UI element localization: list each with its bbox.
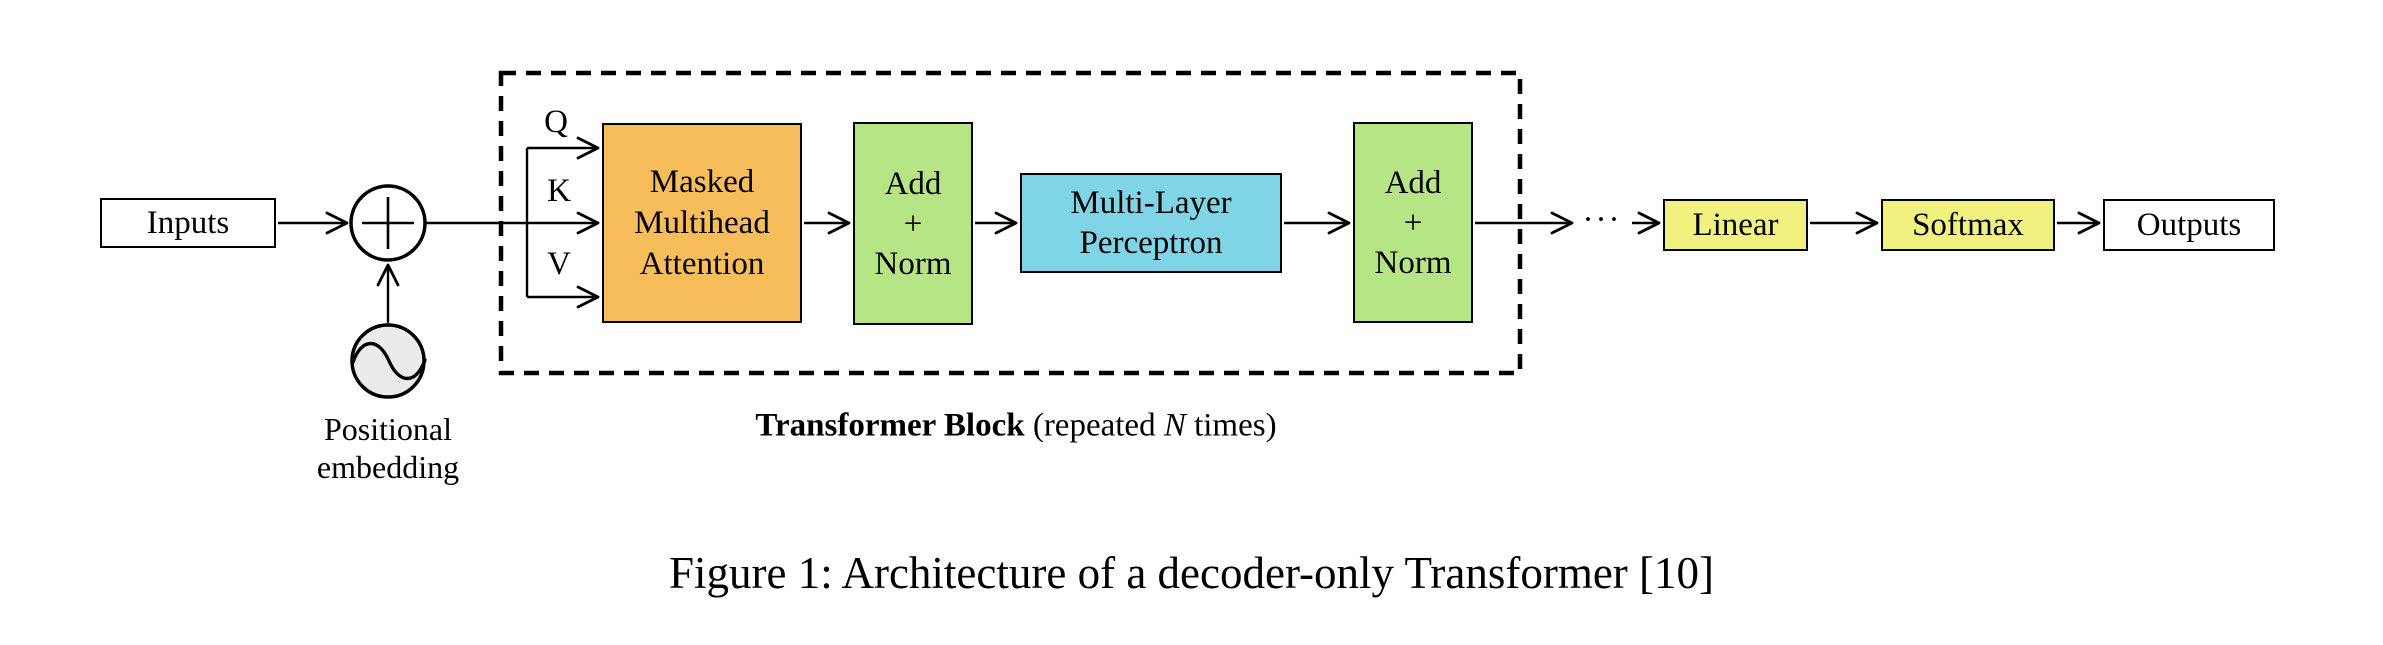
positional-embedding-icon [350, 323, 427, 399]
repeat-ellipsis: ··· [1582, 202, 1622, 238]
transformer-block-label: Transformer Block (repeated N times) [755, 408, 1276, 445]
masked-multihead-attention-box: Masked Multihead Attention [602, 123, 802, 323]
v-label: V [547, 246, 571, 282]
positional-embedding-label: Positional embedding [316, 411, 460, 485]
figure-caption: Figure 1: Architecture of a decoder-only… [668, 548, 1715, 598]
softmax-box: Softmax [1881, 199, 2055, 251]
q-label: Q [544, 104, 568, 140]
k-label: K [547, 173, 571, 209]
outputs-box: Outputs [2103, 199, 2275, 251]
multi-layer-perceptron-box: Multi-Layer Perceptron [1020, 173, 1282, 273]
transformer-block-label-bold: Transformer Block [755, 407, 1025, 444]
transformer-block-label-tail: times) [1185, 407, 1277, 444]
linear-box: Linear [1663, 199, 1808, 251]
add-norm-box-1: Add + Norm [853, 122, 973, 325]
transformer-block-label-mid: (repeated [1024, 407, 1164, 444]
add-icon [349, 184, 427, 262]
transformer-block-label-n: N [1163, 407, 1186, 444]
add-norm-box-2: Add + Norm [1353, 122, 1473, 323]
inputs-box: Inputs [100, 198, 276, 248]
